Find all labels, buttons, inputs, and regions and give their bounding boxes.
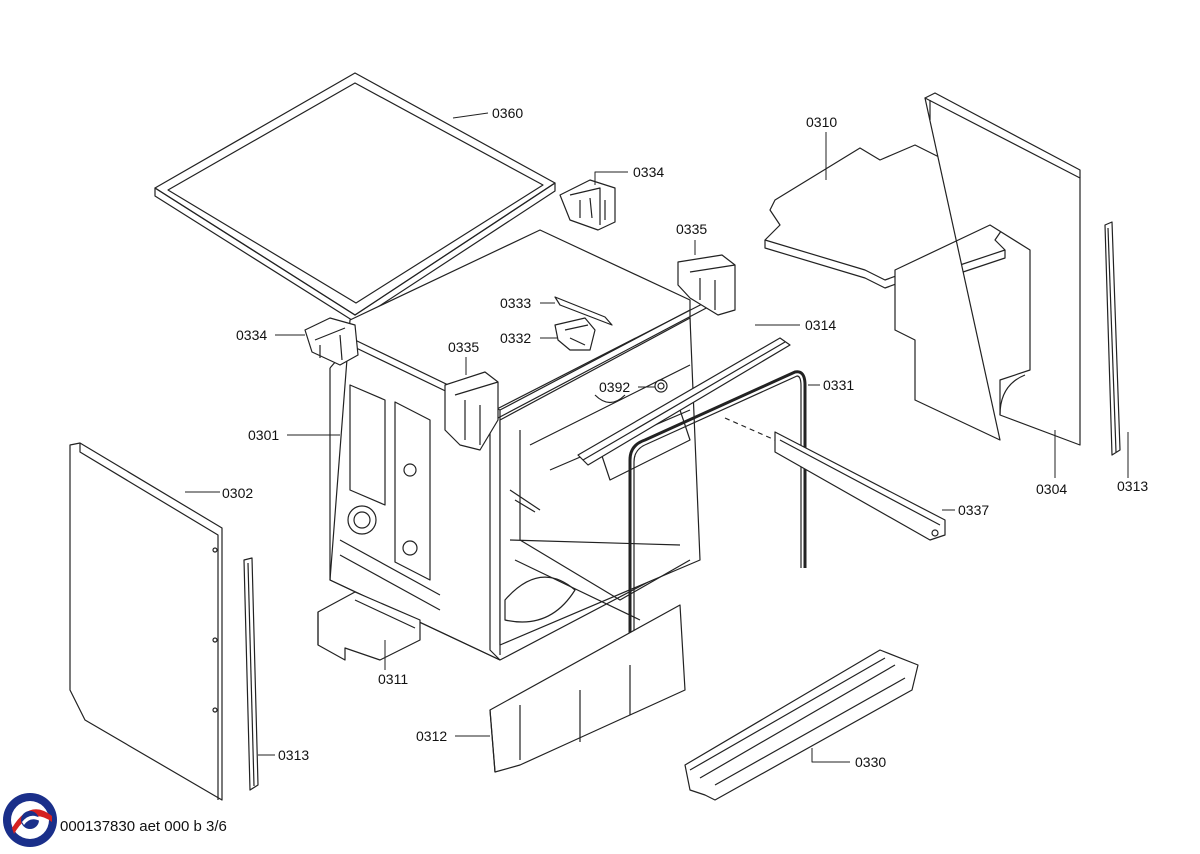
bracket-0334-left bbox=[304, 317, 359, 366]
label-0304: 0304 bbox=[1036, 481, 1068, 497]
bracket-0334-upper bbox=[559, 179, 616, 231]
label-0334-left: 0334 bbox=[236, 327, 268, 343]
side-panel-0304 bbox=[894, 92, 1081, 446]
label-0392: 0392 bbox=[599, 379, 631, 395]
label-0330: 0330 bbox=[855, 754, 887, 770]
label-0301: 0301 bbox=[248, 427, 280, 443]
label-0360: 0360 bbox=[492, 105, 524, 121]
part-0333 bbox=[554, 296, 613, 326]
label-0311: 0311 bbox=[378, 671, 409, 687]
gasket-0331 bbox=[628, 370, 807, 660]
label-0331: 0331 bbox=[823, 377, 855, 393]
label-0335-right: 0335 bbox=[676, 221, 708, 237]
bracket-0335-right bbox=[677, 254, 736, 316]
part-0392 bbox=[654, 379, 668, 393]
label-0333: 0333 bbox=[500, 295, 532, 311]
document-id-footer: 000137830 aet 000 b 3/6 bbox=[60, 818, 227, 835]
label-0335-left: 0335 bbox=[448, 339, 480, 355]
base-0311 bbox=[317, 591, 421, 661]
strip-0313-left bbox=[243, 557, 259, 791]
label-0334-upper: 0334 bbox=[633, 164, 665, 180]
bracket-0335-left bbox=[444, 371, 499, 451]
leader-lines bbox=[185, 112, 1129, 763]
label-0313-right: 0313 bbox=[1117, 478, 1149, 494]
side-panel-0302 bbox=[69, 442, 223, 801]
label-0332: 0332 bbox=[500, 330, 532, 346]
label-0302: 0302 bbox=[222, 485, 254, 501]
tub-body-0301 bbox=[329, 229, 713, 661]
base-tray-0330 bbox=[684, 649, 919, 801]
brand-logo bbox=[0, 788, 60, 849]
worktop-0360 bbox=[154, 72, 556, 323]
label-0337: 0337 bbox=[958, 502, 990, 518]
label-0310: 0310 bbox=[806, 114, 838, 130]
label-0312: 0312 bbox=[416, 728, 448, 744]
rod-0337 bbox=[774, 431, 946, 541]
base-0312 bbox=[489, 604, 686, 773]
strip-0313-right bbox=[1104, 221, 1121, 456]
part-0332 bbox=[554, 317, 596, 351]
label-0313-left: 0313 bbox=[278, 747, 310, 763]
label-0314: 0314 bbox=[805, 317, 837, 333]
rail-0314 bbox=[577, 337, 791, 466]
